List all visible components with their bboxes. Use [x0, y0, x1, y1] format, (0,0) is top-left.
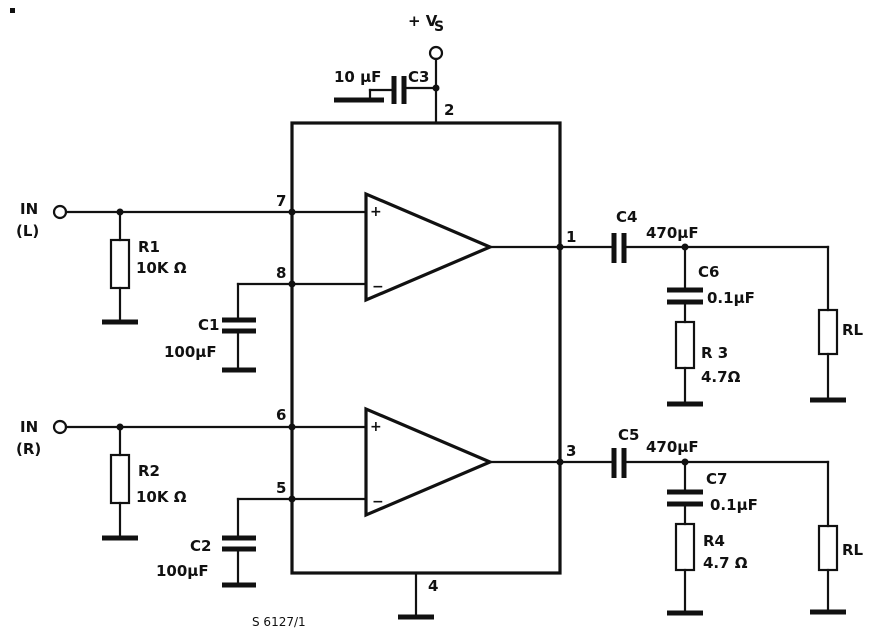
opamp-left-plus: + [370, 204, 382, 220]
pin-5: 5 [276, 479, 286, 497]
c7-value: 0.1μF [710, 496, 758, 514]
r2-value: 10K Ω [136, 488, 187, 506]
load-left [810, 245, 846, 403]
right-output-wiring [488, 448, 830, 478]
c2-value: 100μF [156, 562, 209, 580]
pin-1: 1 [566, 228, 576, 246]
left-input-label: IN [20, 200, 38, 218]
zobel-left [667, 245, 703, 407]
opamp-right-minus: − [372, 494, 384, 510]
ic-ground [398, 571, 434, 620]
c6-value: 0.1μF [707, 289, 755, 307]
c3-value: 10 μF [334, 68, 381, 86]
c1-name: C1 [198, 316, 219, 334]
resistor-r1 [102, 210, 138, 325]
ic-package [290, 121, 562, 575]
c4-name: C4 [616, 208, 637, 226]
r3-name: R 3 [701, 344, 728, 362]
rl-top-name: RL [842, 321, 864, 339]
figure-code: S 6127/1 [252, 615, 306, 629]
capacitor-c3 [334, 76, 438, 104]
c5-value: 470μF [646, 438, 699, 456]
supply-label: + V [408, 12, 438, 30]
r4-value: 4.7 Ω [703, 554, 748, 572]
pin-6: 6 [276, 406, 286, 424]
rl-bottom-name: RL [842, 541, 864, 559]
capacitor-c2 [222, 495, 368, 588]
pin-2: 2 [444, 101, 454, 119]
c3-name: C3 [408, 68, 429, 86]
pin-3: 3 [566, 442, 576, 460]
resistor-r2 [102, 425, 138, 541]
corner-mark [10, 8, 15, 13]
load-right [810, 460, 846, 615]
r3-value: 4.7Ω [701, 368, 741, 386]
pin-4: 4 [428, 577, 438, 595]
right-input-wiring [52, 419, 368, 435]
right-input-label: IN [20, 418, 38, 436]
opamp-left [364, 191, 495, 303]
left-input-wiring [52, 204, 368, 220]
pin-7: 7 [276, 192, 286, 210]
opamp-right [364, 406, 495, 518]
c6-name: C6 [698, 263, 719, 281]
r2-name: R2 [138, 462, 160, 480]
c1-value: 100μF [164, 343, 217, 361]
right-channel-label: (R) [16, 440, 41, 458]
left-channel-label: (L) [16, 222, 39, 240]
supply-terminal [428, 45, 444, 125]
r1-name: R1 [138, 238, 160, 256]
capacitor-c1 [222, 280, 368, 373]
c2-name: C2 [190, 537, 211, 555]
c5-name: C5 [618, 426, 639, 444]
opamp-left-minus: − [372, 279, 384, 295]
r1-value: 10K Ω [136, 259, 187, 277]
c7-name: C7 [706, 470, 727, 488]
pin-8: 8 [276, 264, 286, 282]
zobel-right [667, 460, 703, 616]
supply-subscript: S [434, 19, 444, 35]
r4-name: R4 [703, 532, 725, 550]
opamp-right-plus: + [370, 419, 382, 435]
c4-value: 470μF [646, 224, 699, 242]
